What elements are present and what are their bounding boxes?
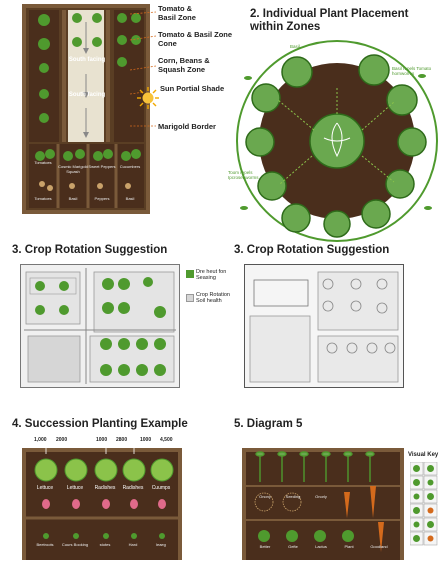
bed-bottom-label-2: Cosmic Marigold Squash <box>58 164 88 174</box>
bottom-label-5: leaeg <box>156 542 166 547</box>
row-label-3: Onorly <box>315 494 327 499</box>
date-label-6: 4,500 <box>160 437 173 443</box>
bed-bottom-label2-4: Basil <box>125 196 135 201</box>
bottom6-label-1: Better <box>259 544 271 549</box>
crop-label-1: Lettuce <box>36 485 54 491</box>
panel-5-title: 4. Succession Planting Example <box>12 418 188 430</box>
panel-5-bed <box>22 448 182 565</box>
bottom6-label-2: Gefte <box>288 544 298 549</box>
zone-label-sun-shade: Sun Portial Shade <box>160 84 225 93</box>
bottom6-label-5: Goodland <box>370 544 388 549</box>
visual-key-title: Visual Key <box>408 452 439 458</box>
visual-key-grid <box>409 461 438 561</box>
bed-bottom-label-3: Sweet Peppers <box>88 164 116 169</box>
legend-gray-swatch <box>186 294 194 302</box>
bed-bottom-label2-1: Tomatoes <box>34 196 52 201</box>
zone-label-tomato-basil-cone: Tomato & Basil Zone Cone <box>158 30 233 48</box>
date-label-2: 2000 <box>56 437 68 443</box>
crop-label-5: Cuumps <box>151 485 171 491</box>
bed-bottom-label2-2: Basil <box>68 196 78 201</box>
legend-green-label: Dre heut fon Seasing <box>196 269 227 281</box>
annotation-basil: Basil <box>290 44 300 49</box>
legend-gray-label: Crop Rotation Soil health <box>196 292 230 304</box>
annotation-basil-repels: Basil repels Tomato hornworms <box>392 66 432 76</box>
row-label-1: Onony <box>259 494 271 499</box>
panel-2-circle-diagram <box>234 38 440 249</box>
bottom6-label-4: Plant <box>344 544 354 549</box>
panel-6-bed <box>242 448 404 565</box>
garden-bed-svg <box>22 4 150 214</box>
bottom-label-3: stotes <box>99 542 111 547</box>
south-facing-label-2: South facing <box>68 92 106 98</box>
bottom-label-1: Beetroots <box>36 542 54 547</box>
bed-bottom-label-4: Cucumbers <box>119 164 141 169</box>
bottom-label-2: Cuurs Booking <box>61 542 89 547</box>
date-label-4: 2800 <box>116 437 128 443</box>
panel-4-title: 3. Crop Rotation Suggestion <box>234 244 390 256</box>
date-label-1: 1,000 <box>34 437 47 443</box>
panel-3-rotation-diagram <box>20 264 180 393</box>
bottom-label-4: Hard <box>128 542 138 547</box>
date-label-3: 1000 <box>96 437 108 443</box>
legend-green-swatch <box>186 270 194 278</box>
zone-label-marigold-border: Marigold Border <box>158 122 216 131</box>
row-label-2: Seeding <box>285 494 301 499</box>
date-label-5: 1000 <box>140 437 152 443</box>
zone-label-tomato-basil: Tomato & Basil Zone <box>158 4 196 22</box>
bed-bottom-label-1: Tomatoes <box>34 160 52 165</box>
south-facing-label-1: South facing <box>68 57 106 63</box>
bottom6-label-3: Lactus <box>315 544 327 549</box>
panel-2-title: 2. Individual Plant Placement within Zon… <box>250 8 409 33</box>
panel-6-title: 5. Diagram 5 <box>234 418 303 430</box>
crop-label-4: Radishes <box>122 485 144 491</box>
zone-label-corn-beans-squash: Corn, Beans & Squash Zone <box>158 56 210 74</box>
crop-label-3: Radishes <box>94 485 116 491</box>
callout-lines <box>129 11 157 127</box>
panel-4-sketch-diagram <box>244 264 404 393</box>
crop-label-2: Lettuce <box>66 485 84 491</box>
sun-icon <box>136 86 160 115</box>
annotation-toom-repels: Toom repels Ipcrosebworms <box>228 170 259 180</box>
bed-bottom-label2-3: Peppers <box>94 196 110 201</box>
panel-3-title: 3. Crop Rotation Suggestion <box>12 244 168 256</box>
panel-1-garden-layout: South facing South facing Tomatoes Cosmi… <box>22 4 150 214</box>
